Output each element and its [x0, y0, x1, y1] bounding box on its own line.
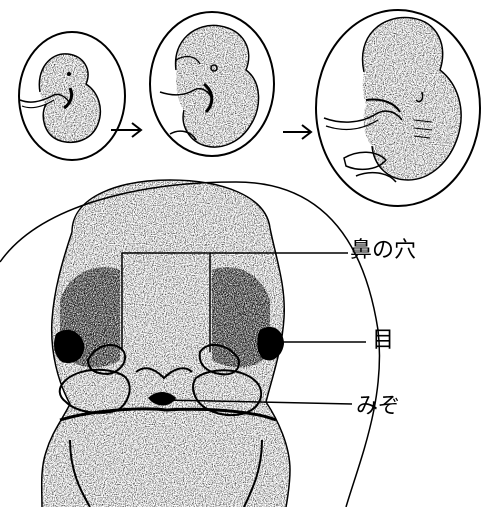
- embryo-stage-3: [316, 10, 480, 206]
- arrow-right-icon: [283, 125, 311, 139]
- magnified-face: [42, 180, 290, 507]
- nostril-label: 鼻の穴: [350, 240, 416, 262]
- embryo-stage-1: [19, 32, 125, 160]
- groove-label: みぞ: [356, 396, 400, 418]
- embryo-stage-2: [150, 12, 274, 156]
- eye-label: 目: [372, 330, 394, 352]
- arrow-right-icon: [111, 123, 141, 137]
